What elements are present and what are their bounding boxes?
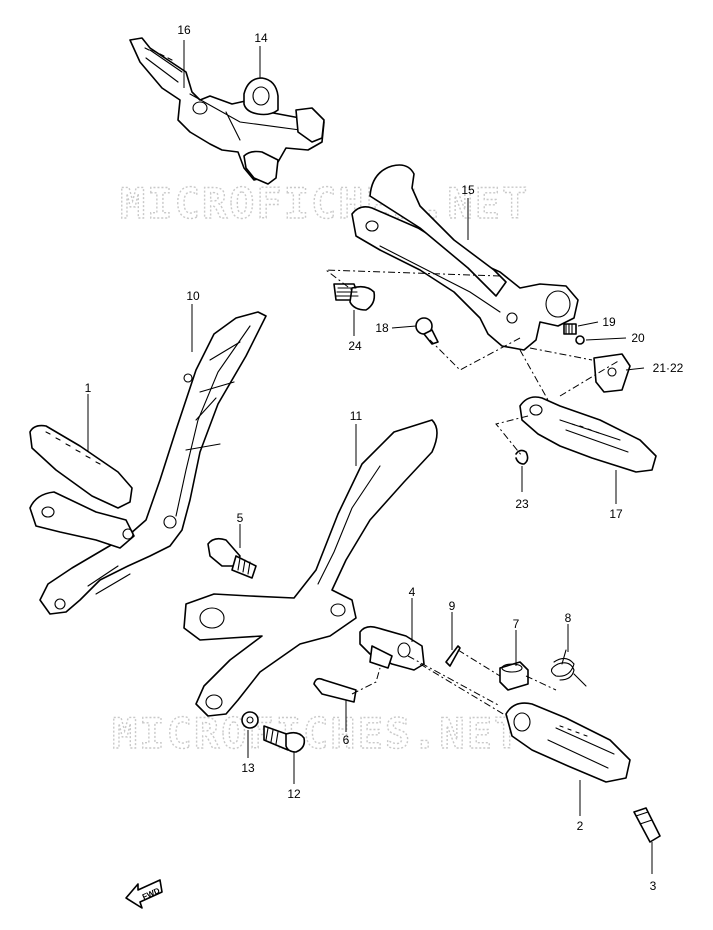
part-13-washer	[241, 711, 259, 729]
callout-16: 16	[177, 23, 191, 37]
part-6-pin	[313, 677, 357, 703]
part-24-bolt	[333, 283, 376, 311]
callout-7: 7	[513, 617, 520, 631]
callout-1: 1	[85, 381, 92, 395]
callout-3: 3	[650, 879, 657, 893]
part-18-pin	[415, 317, 439, 345]
assembly-line	[324, 269, 501, 291]
callout-11: 11	[350, 409, 363, 423]
part-16-hanger-bracket	[129, 37, 325, 181]
callout-14: 14	[254, 31, 268, 45]
part-3-rubber	[633, 807, 661, 843]
callout-6: 6	[343, 733, 350, 747]
part-12-bolt	[263, 725, 306, 753]
callout-8: 8	[565, 611, 572, 625]
callout-18: 18	[375, 321, 389, 335]
part-4-arm	[359, 625, 425, 671]
part-20-ball	[575, 335, 585, 345]
callout-19: 19	[602, 315, 616, 329]
part-21-22-plate	[593, 353, 631, 393]
leader-lines	[87, 40, 653, 874]
callout-12: 12	[287, 787, 301, 801]
callout-15: 15	[461, 183, 475, 197]
part-10-bracket	[39, 311, 267, 615]
callout-24: 24	[348, 339, 362, 353]
callout-9: 9	[449, 599, 456, 613]
callout-23: 23	[515, 497, 529, 511]
part-9-cotter-pin	[445, 645, 461, 667]
watermark-top: MICROFICHES.NET	[120, 179, 529, 228]
part-14-clamp	[243, 77, 325, 185]
part-2-footrest	[505, 702, 631, 783]
part-5-bolt	[207, 537, 257, 579]
watermark-bottom: MICROFICHES.NET	[112, 709, 521, 758]
callout-10: 10	[186, 289, 200, 303]
part-11-bracket	[183, 419, 438, 717]
part-1-footrest	[29, 424, 135, 549]
part-7-bushing	[499, 661, 529, 691]
callout-13: 13	[241, 761, 255, 775]
part-17-footrest	[519, 396, 657, 473]
fwd-arrow-icon: FWD	[125, 879, 163, 909]
part-23-clip	[515, 449, 529, 465]
part-19-spring	[563, 323, 577, 335]
callout-21-22: 21·22	[653, 361, 684, 375]
callout-4: 4	[409, 585, 416, 599]
callout-5: 5	[237, 511, 244, 525]
part-8-spring	[550, 649, 587, 687]
callout-2: 2	[577, 819, 584, 833]
callout-17: 17	[609, 507, 623, 521]
part-15-holder-bracket	[351, 164, 579, 351]
callout-20: 20	[631, 331, 645, 345]
